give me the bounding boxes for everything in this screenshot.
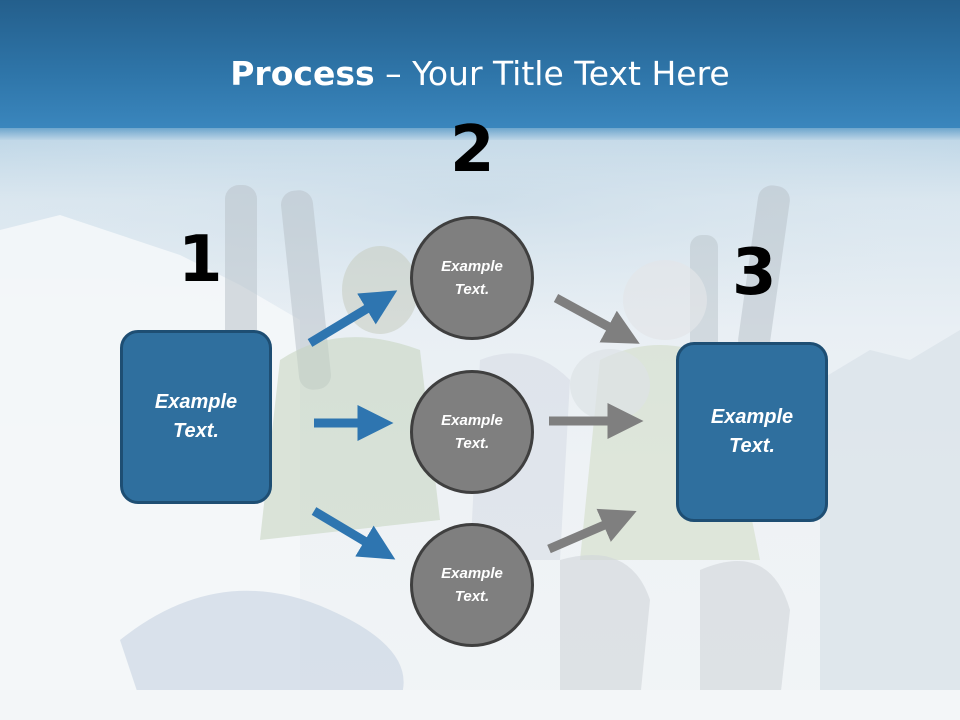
process-circle-middle: Example Text. [410,370,534,494]
arrow-bottom-to-right [547,508,637,554]
process-circle-top: Example Text. [410,216,534,340]
process-circle-bottom: Example Text. [410,523,534,647]
step-number-2: 2 [450,113,495,187]
step-number-1: 1 [178,223,223,297]
title-rest: – Your Title Text Here [374,54,730,93]
step-number-3: 3 [732,236,777,310]
arrow-left-to-bottom [311,507,396,560]
arrow-left-to-top [307,290,398,347]
slide-title: Process – Your Title Text Here [0,52,960,96]
right-process-box: Example Text. [676,342,828,522]
left-process-box: Example Text. [120,330,272,504]
title-bold: Process [230,54,375,93]
arrow-top-to-right [553,294,640,344]
title-banner [0,0,960,128]
